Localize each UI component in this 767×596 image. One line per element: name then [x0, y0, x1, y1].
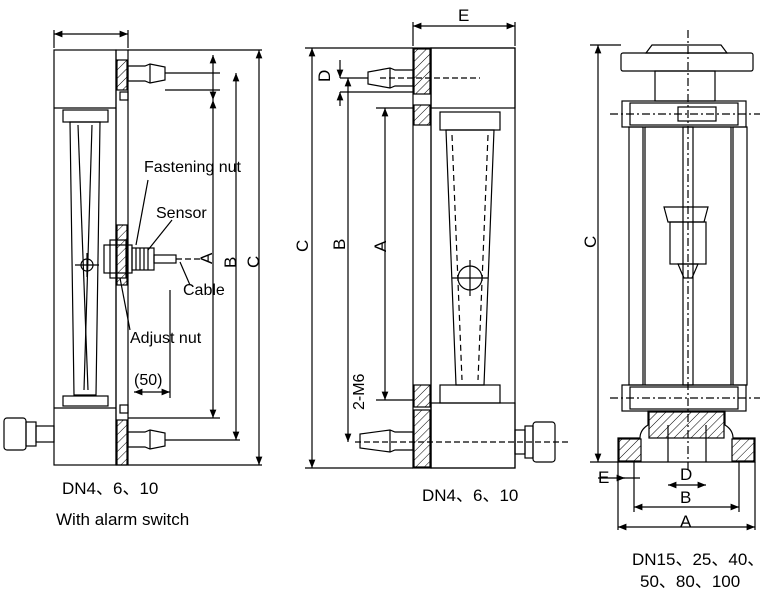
middle-dimension-b-label: B	[330, 238, 349, 250]
left-flowmeter-view	[3, 30, 263, 466]
sensor-label: Sensor	[156, 205, 207, 222]
middle-dimension-d-label: D	[315, 69, 334, 82]
middle-view-caption: DN4、6、10	[422, 486, 519, 505]
dimension-50-label: (50)	[134, 372, 163, 389]
middle-dimension-a-label: A	[371, 240, 390, 252]
right-dimension-e-label: E	[598, 468, 610, 487]
left-view-caption: DN4、6、10	[62, 479, 159, 498]
adjust-nut-label: Adjust nut	[130, 330, 202, 347]
right-dimension-d-label: D	[680, 465, 693, 484]
middle-flowmeter-view	[305, 22, 570, 469]
right-flowmeter-view	[590, 30, 760, 531]
right-dimension-c-label: C	[581, 235, 600, 248]
left-dimension-b-label: B	[221, 256, 240, 268]
fastening-nut-label: Fastening nut	[144, 159, 241, 176]
right-dimension-b-label: B	[680, 488, 692, 507]
thread-2-m6-label: 2-M6	[351, 373, 368, 410]
left-dimension-c-label: C	[244, 255, 263, 268]
middle-dimension-c-label: C	[293, 239, 312, 252]
right-dimension-a-label: A	[680, 512, 692, 531]
right-view-caption-line2: 50、80、100	[640, 572, 741, 591]
left-dimension-a-label: A	[197, 252, 216, 264]
left-view-subcaption: With alarm switch	[56, 510, 190, 529]
middle-dimension-e-label: E	[458, 6, 470, 25]
right-view-caption-line1: DN15、25、40、	[632, 550, 765, 569]
cable-label: Cable	[183, 282, 225, 299]
